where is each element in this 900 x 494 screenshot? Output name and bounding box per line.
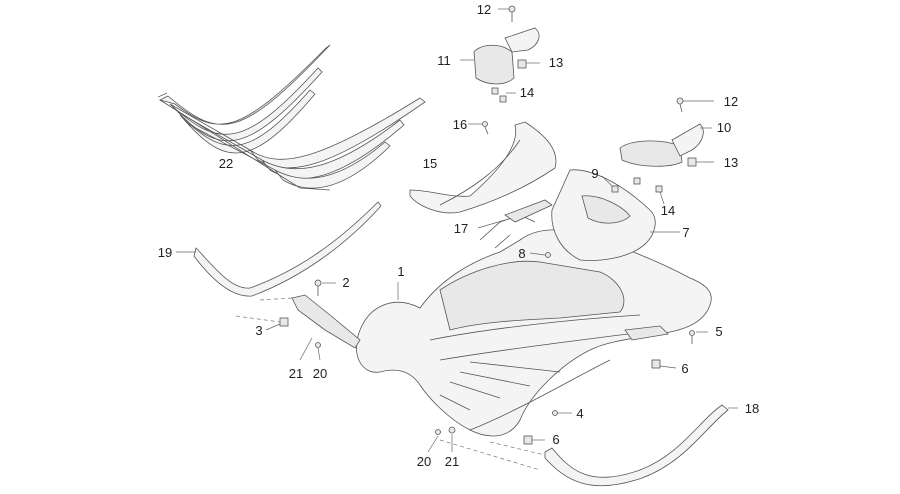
fasteners bbox=[235, 5, 714, 471]
part-1-floor-body bbox=[356, 214, 712, 437]
callout-7: 7 bbox=[682, 225, 689, 240]
callout-17: 17 bbox=[454, 221, 468, 236]
callout-8: 8 bbox=[518, 246, 525, 261]
callout-6-lower: 6 bbox=[552, 432, 559, 447]
callout-21-bottom: 21 bbox=[445, 454, 459, 469]
callout-13-right: 13 bbox=[724, 155, 738, 170]
callout-10: 10 bbox=[717, 120, 731, 135]
callout-20-left: 20 bbox=[313, 366, 327, 381]
callout-18: 18 bbox=[745, 401, 759, 416]
callout-1: 1 bbox=[397, 264, 404, 279]
callout-labels: 1 2 3 4 5 6 6 7 8 9 10 11 12 12 13 13 14… bbox=[158, 2, 759, 469]
callout-12-top: 12 bbox=[477, 2, 491, 17]
part-18-right-trim bbox=[544, 404, 738, 487]
callout-14-top: 14 bbox=[520, 85, 534, 100]
callout-21-left: 21 bbox=[289, 366, 303, 381]
callout-14-right: 14 bbox=[661, 203, 675, 218]
callout-16: 16 bbox=[453, 117, 467, 132]
part-11-handle bbox=[460, 27, 540, 85]
part-17-cover-piece bbox=[477, 199, 553, 229]
part-7-leg-shield-panel bbox=[551, 169, 680, 261]
callout-13-top: 13 bbox=[549, 55, 563, 70]
part-22-floor-mats bbox=[157, 44, 426, 191]
callout-9: 9 bbox=[591, 166, 598, 181]
callout-22: 22 bbox=[219, 156, 233, 171]
callout-19: 19 bbox=[158, 245, 172, 260]
callout-4: 4 bbox=[576, 406, 583, 421]
part-15-tunnel-cover bbox=[409, 121, 557, 214]
callout-2: 2 bbox=[342, 275, 349, 290]
callout-3: 3 bbox=[255, 323, 262, 338]
callout-11: 11 bbox=[437, 53, 451, 68]
callout-12-right: 12 bbox=[724, 94, 738, 109]
callout-15: 15 bbox=[423, 156, 437, 171]
callout-6-upper: 6 bbox=[681, 361, 688, 376]
part-10-handle bbox=[619, 123, 712, 167]
callout-5: 5 bbox=[715, 324, 722, 339]
part-20-21-left-bracket bbox=[259, 294, 361, 349]
part-19-left-trim bbox=[176, 201, 382, 297]
callout-20-bottom: 20 bbox=[417, 454, 431, 469]
